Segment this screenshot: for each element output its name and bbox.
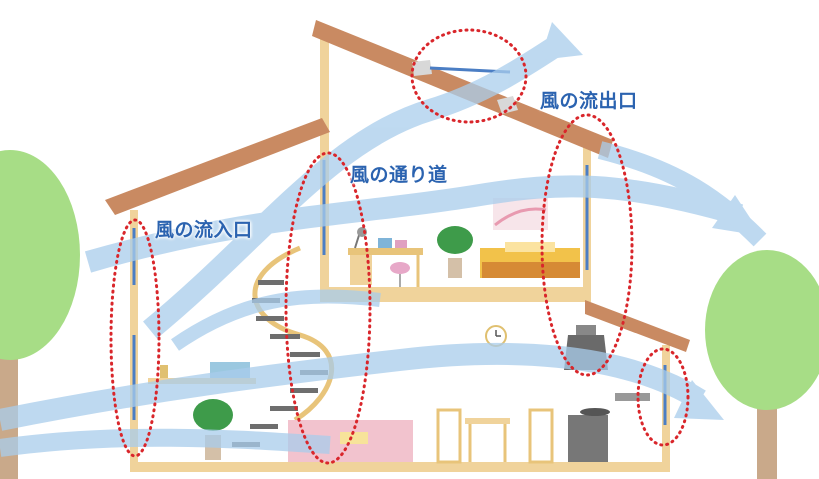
- spiral-staircase-icon: [232, 245, 335, 447]
- wind-arrowhead-roof: [540, 22, 583, 60]
- wind-arrow-upper-main: [84, 175, 744, 273]
- marker-lower-right: [636, 347, 690, 447]
- wind-arrow-mid: [171, 289, 381, 351]
- marker-path-stair: [284, 151, 372, 465]
- wind-arrow-upper-right: [597, 141, 767, 247]
- highlight-markers: [109, 28, 690, 465]
- wind-arrow-roof: [143, 30, 572, 339]
- potted-plant-icon: [437, 226, 473, 278]
- label-inlet: 風の流入口: [155, 219, 253, 241]
- wind-flows: [0, 22, 767, 457]
- label-path: 風の通り道: [350, 164, 448, 186]
- bed-icon: [480, 242, 580, 278]
- tree-left: [0, 150, 80, 479]
- marker-inlet: [109, 218, 161, 458]
- wind-arrow-lower: [0, 342, 706, 431]
- marker-path-right: [540, 113, 634, 377]
- wind-arrow-ground: [0, 428, 331, 457]
- upper-floor-furniture: [348, 198, 580, 287]
- tree-right: [705, 250, 819, 479]
- label-outlet: 風の流出口: [540, 90, 638, 112]
- desk-lamp-icon: [354, 227, 367, 249]
- marker-outlet: [410, 28, 528, 124]
